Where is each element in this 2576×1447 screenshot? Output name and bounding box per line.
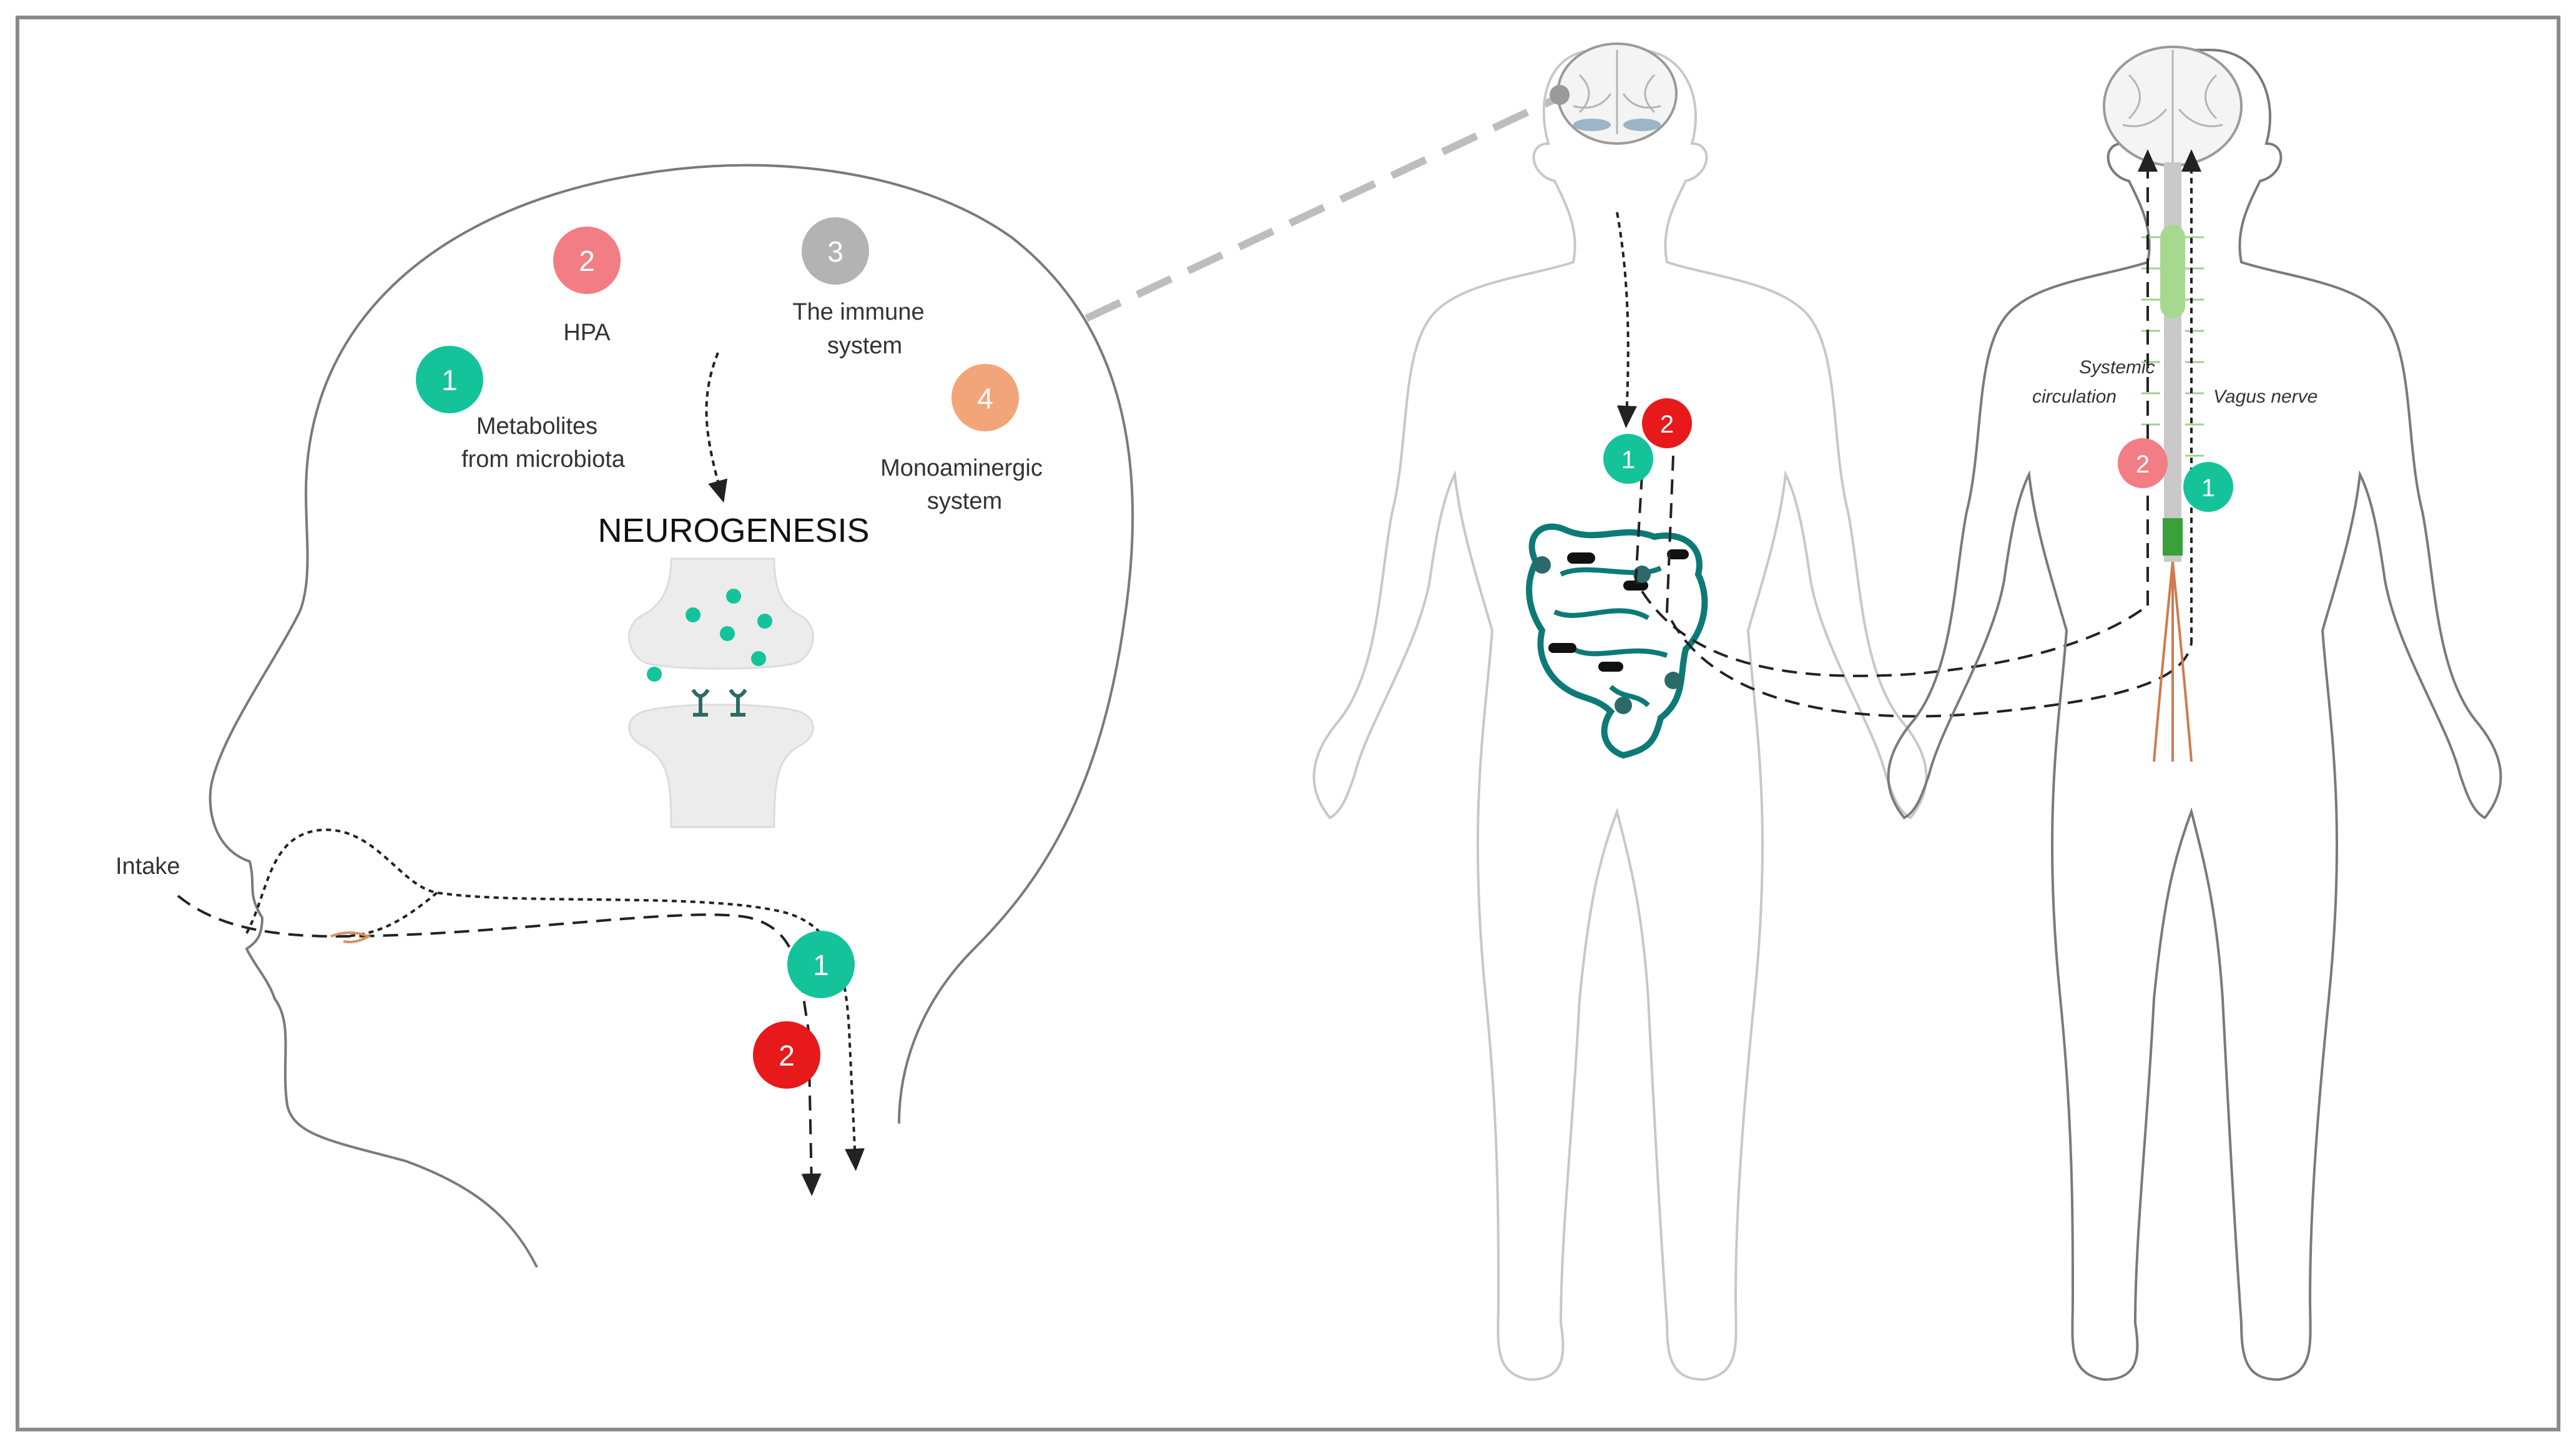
front-brain [1550, 42, 1678, 145]
vesicle [726, 589, 741, 604]
factor-4-group: 4 Monoaminergic system [880, 364, 1043, 514]
brain-to-gut-arrow [1616, 212, 1637, 428]
front-badge-2 [1642, 398, 1692, 448]
intake-path-nose [245, 828, 865, 1171]
factor-1-label-line-1: Metabolites [476, 413, 597, 439]
head-profile-outline [209, 164, 1134, 1268]
back-body-panel: Systemic circulation Vagus nerve 2 1 [1887, 46, 2502, 1381]
route-badge-2-number: 2 [779, 1039, 795, 1072]
factor-4-label-line-2: system [927, 488, 1002, 514]
vagal-route-dashed [1665, 455, 2193, 718]
vesicle [751, 651, 766, 666]
neurogenesis-title: NEUROGENESIS [597, 512, 869, 549]
intake-label: Intake [116, 853, 180, 880]
back-body-outline [1887, 49, 2502, 1381]
presynaptic-terminal [628, 557, 814, 670]
back-badge-2-number: 2 [2136, 451, 2150, 478]
synapse-illustration [628, 557, 814, 828]
factor-3-badge [802, 217, 869, 285]
factor-3-number: 3 [827, 235, 843, 268]
intake-path-mouth [177, 895, 822, 1196]
intestine-illustration [1526, 523, 1708, 759]
back-badge-1 [2183, 462, 2233, 512]
receptor [729, 689, 747, 717]
vesicle [757, 614, 772, 629]
factor-1-badge [416, 346, 483, 413]
factor-4-badge [951, 364, 1019, 431]
zoom-connector-line [1084, 90, 1569, 322]
factor-3-label-line-1: The immune [792, 299, 924, 325]
postsynaptic-terminal [628, 704, 814, 828]
factor-4-number: 4 [977, 382, 993, 414]
factor-2-label: HPA [563, 320, 611, 346]
front-body-outline [1312, 49, 1928, 1381]
factor-3-group: 3 The immune system [792, 217, 925, 359]
factor-2-number: 2 [579, 245, 595, 277]
factor-2-badge [553, 227, 621, 294]
factor-convergence-arrow [705, 352, 728, 503]
front-body-panel: 1 2 [1312, 42, 2193, 1381]
front-badge-1 [1603, 434, 1653, 484]
route-badge-1-number: 1 [813, 949, 829, 981]
back-badge-1-number: 1 [2201, 474, 2215, 502]
systemic-label-line-1: Systemic [2079, 357, 2155, 378]
vagus-label: Vagus nerve [2213, 386, 2318, 407]
front-badge-1-number: 1 [1621, 446, 1635, 474]
route-badge-2 [753, 1021, 820, 1089]
colon-outline [1526, 523, 1708, 759]
back-badge-2 [2118, 438, 2168, 488]
airway-branch [337, 891, 438, 938]
figure-frame [16, 16, 2560, 1431]
front-badge-2-number: 2 [1660, 411, 1674, 438]
systemic-label-line-2: circulation [2032, 386, 2116, 407]
back-brain [2103, 46, 2243, 167]
vesicle [647, 667, 662, 682]
factor-1-group: 1 Metabolites from microbiota [416, 346, 626, 473]
factor-1-label-line-2: from microbiota [461, 446, 626, 473]
tonsil-mark [330, 931, 371, 943]
factor-4-label-line-1: Monoaminergic [880, 455, 1043, 481]
route-badge-1 [787, 931, 855, 998]
factor-2-group: 2 HPA [553, 227, 621, 346]
head-panel: 1 Metabolites from microbiota 2 HPA 3 Th… [116, 90, 1569, 1268]
vesicle [720, 626, 735, 641]
factor-3-label-line-2: system [827, 333, 902, 359]
receptor [691, 689, 710, 717]
factor-1-number: 1 [441, 364, 458, 396]
vesicle [686, 607, 701, 622]
systemic-route-dashed [1634, 474, 2149, 677]
